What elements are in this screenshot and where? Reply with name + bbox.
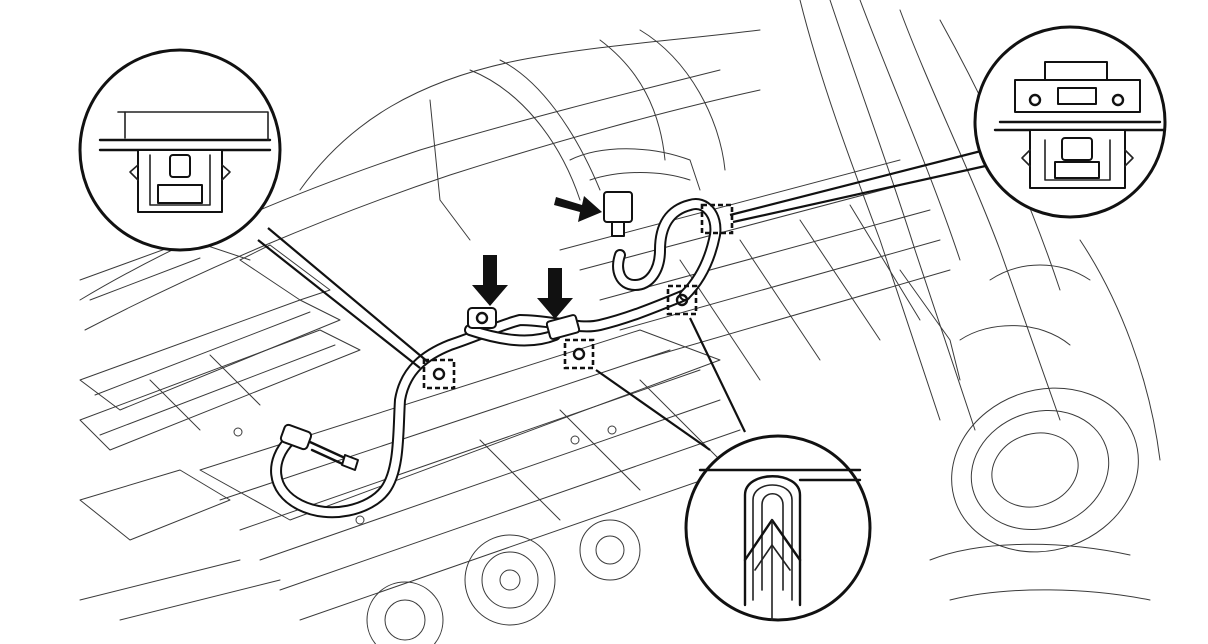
clip-box-upper xyxy=(700,203,734,235)
callout-upper-right xyxy=(973,25,1167,219)
callout-upper-left xyxy=(78,48,282,252)
arrow-down-left xyxy=(472,255,508,306)
clip-box-center xyxy=(563,338,595,370)
leader-lines xyxy=(257,148,991,451)
callout-lower-middle xyxy=(684,434,872,622)
clip-locations xyxy=(422,203,734,390)
arrow-down-center xyxy=(537,268,573,319)
arrow-right-connector xyxy=(554,196,602,222)
wire-harness xyxy=(270,191,722,519)
removal-arrows xyxy=(472,196,602,319)
clip-box-left xyxy=(422,358,456,390)
clip-box-right xyxy=(666,284,698,316)
